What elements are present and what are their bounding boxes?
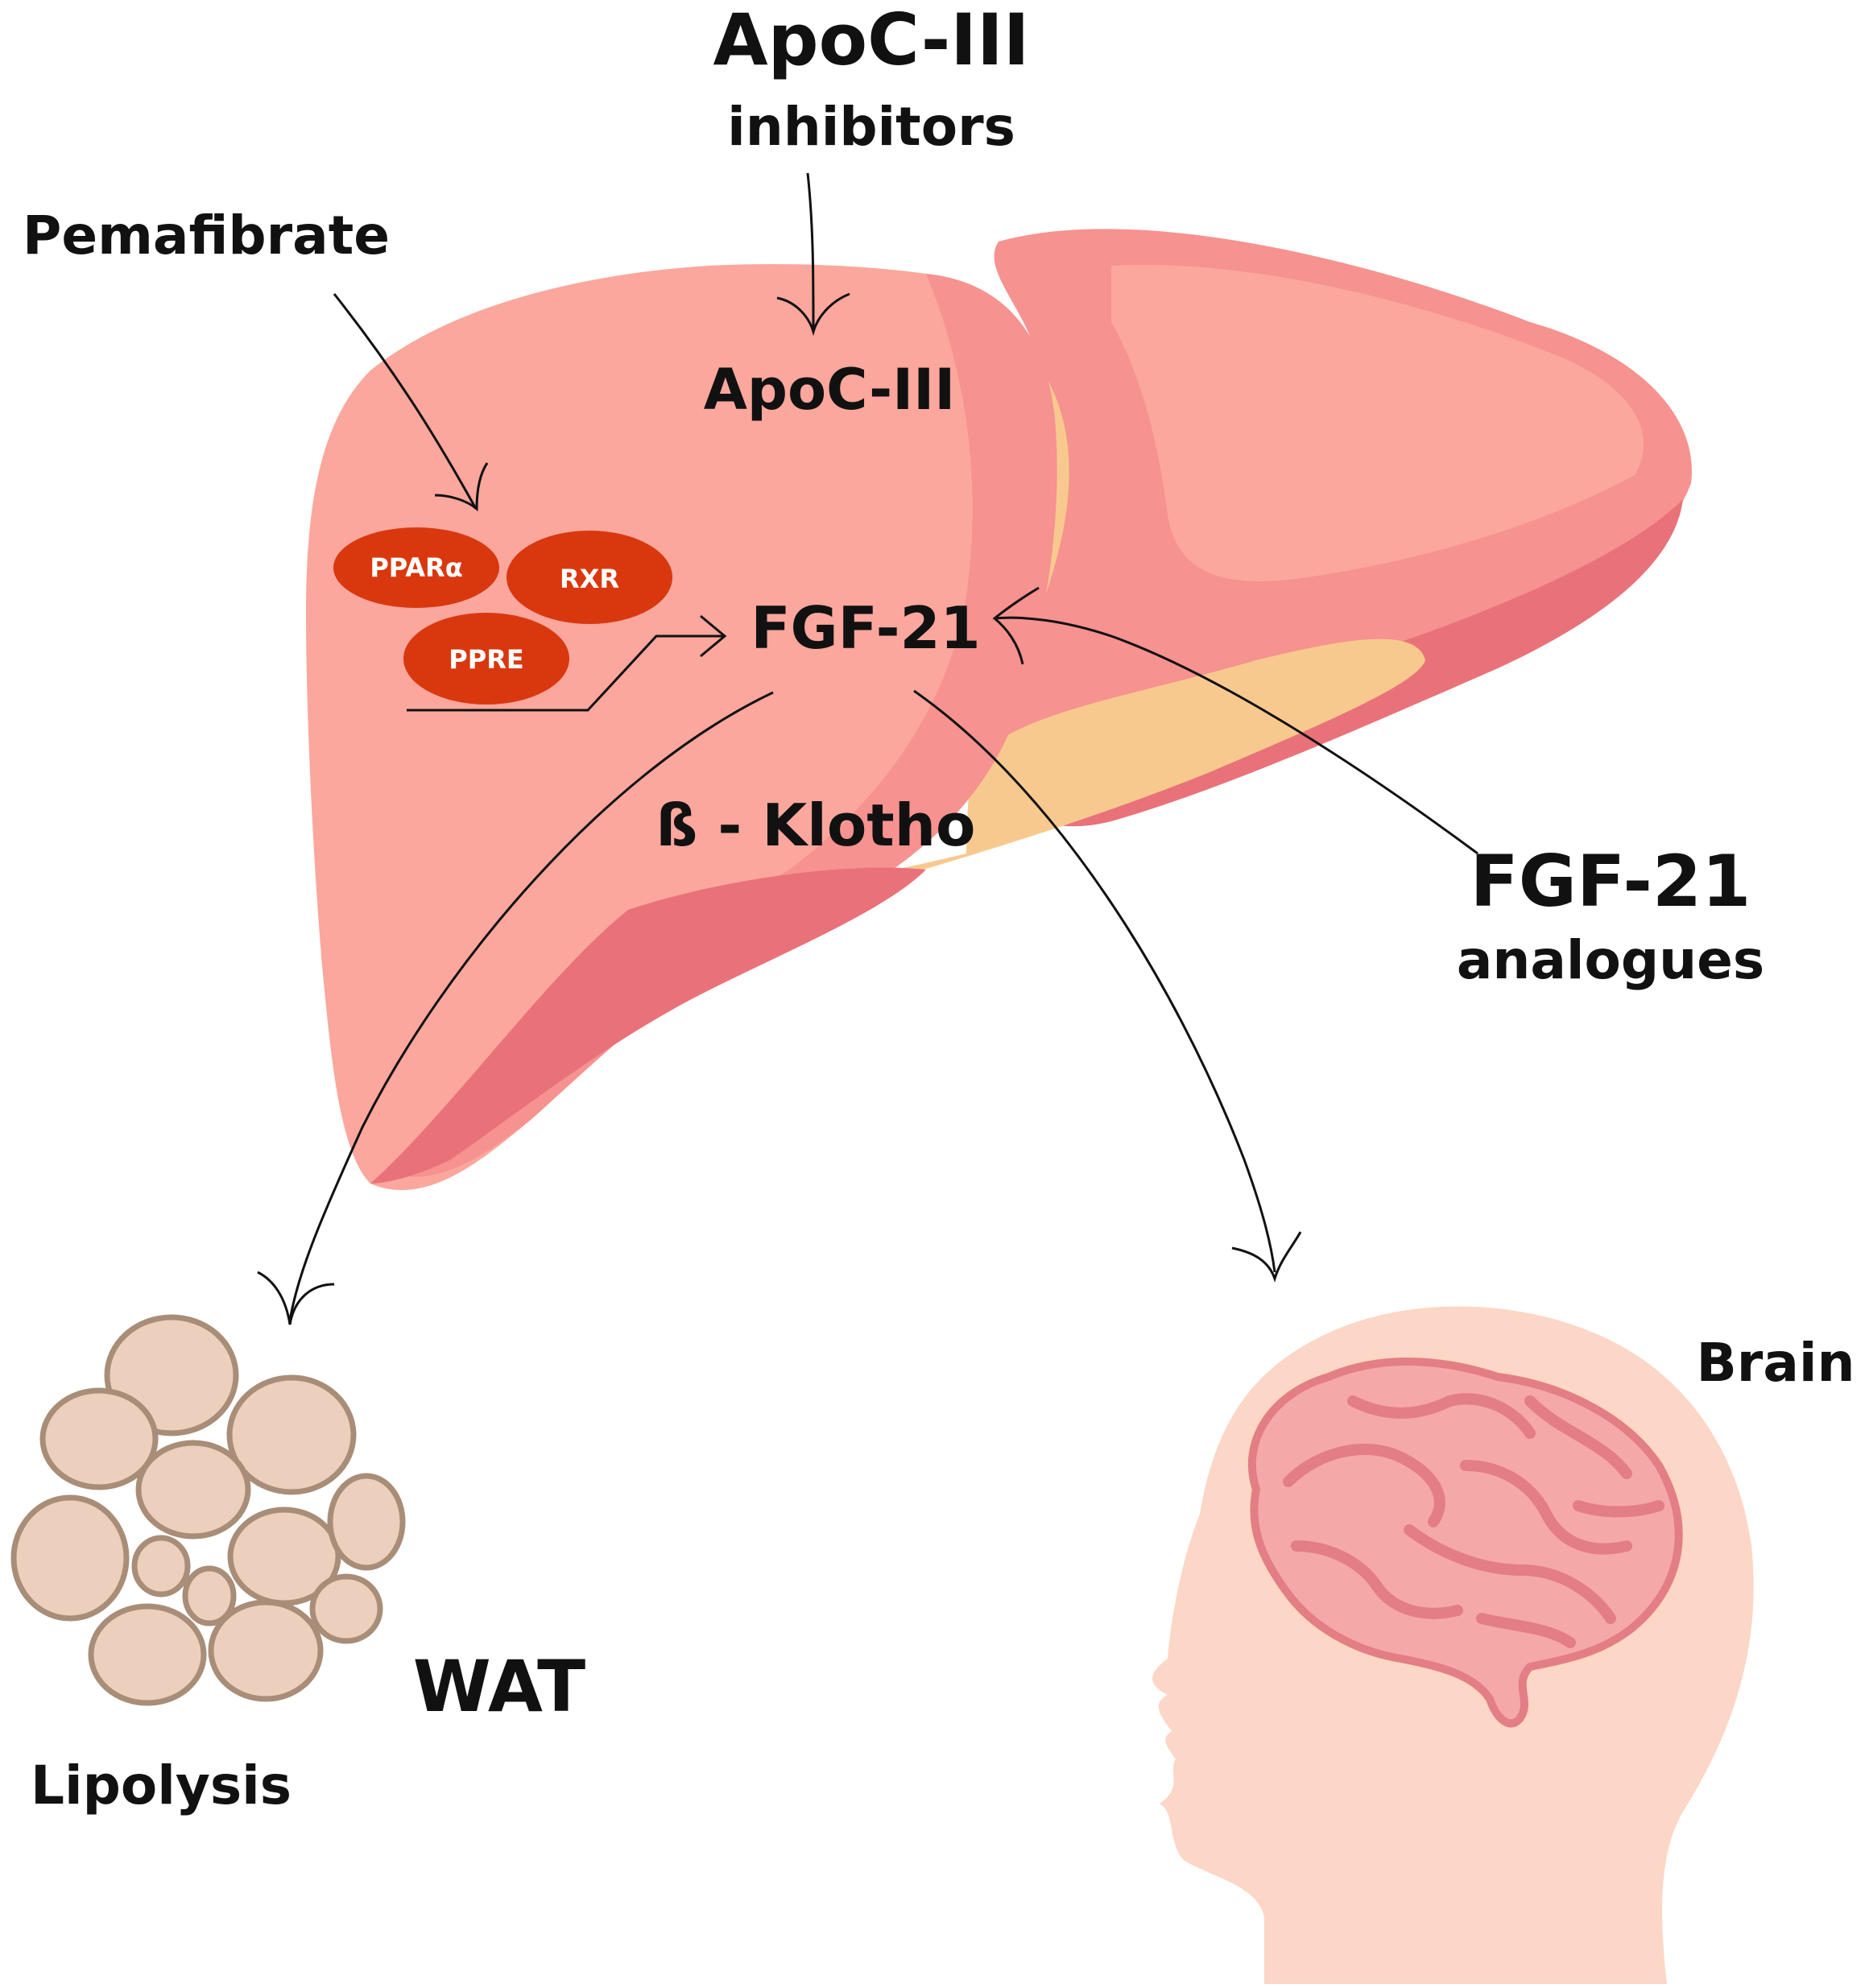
arrowhead-ppara: [434, 462, 489, 512]
ppre-pill: [403, 613, 569, 705]
arrowhead-apoc3: [776, 292, 850, 337]
liver-illustration: [306, 229, 1692, 1191]
arrowhead-fgf21-right: [992, 586, 1040, 665]
wat-illustration: [10, 1314, 406, 1706]
arrow-inhibitors-to-apoc3: [806, 172, 815, 331]
labels: ApoC-III inhibitors Pemafibrate ApoC-III…: [23, 0, 1855, 1816]
brain-fold: [1283, 1444, 1445, 1527]
fgf21-analogues-subtitle: analogues: [1457, 929, 1764, 991]
arrowhead-fgf21-left: [700, 614, 727, 658]
liver-right-lobe-highlight: [1111, 264, 1644, 581]
wat-cell: [131, 1535, 191, 1597]
ppara-pill: [333, 527, 499, 608]
rxr-label: RXR: [560, 564, 619, 594]
arrow-analogues-to-fgf21: [994, 616, 1478, 855]
wat-cell: [88, 1603, 207, 1706]
fgf21-analogues-title: FGF-21: [1470, 840, 1751, 923]
brain-fold: [1573, 1500, 1664, 1518]
apoc3-label: ApoC-III: [704, 357, 956, 423]
liver-left-lobe: [306, 264, 1057, 1191]
wat-cell: [226, 1374, 357, 1495]
wat-cell: [208, 1599, 324, 1702]
rxr-pill: [507, 531, 672, 624]
receptor-complex: PPARα RXR PPRE: [333, 527, 672, 705]
wat-cell: [10, 1494, 130, 1622]
apoc3-inhibitors-title: ApoC-III: [713, 0, 1030, 81]
arrow-fgf21-to-brain: [913, 689, 1276, 1273]
lipolysis-label: Lipolysis: [31, 1754, 292, 1816]
arrow-fgf21-to-wat: [288, 691, 774, 1321]
wat-cell: [182, 1565, 237, 1626]
arrow-pemafibrate-to-ppara: [333, 293, 477, 508]
head-illustration: [1152, 1306, 1754, 1984]
beta-klotho-label: ß - Klotho: [656, 791, 976, 859]
apoc3-inhibitors-subtitle: inhibitors: [727, 96, 1015, 158]
ppre-label: PPRE: [449, 644, 523, 675]
arrows: [257, 172, 1478, 1325]
ppara-label: PPARα: [370, 552, 462, 583]
pemafibrate-label: Pemafibrate: [23, 205, 390, 267]
wat-cell: [39, 1387, 159, 1490]
wat-cell: [309, 1573, 383, 1644]
arrowhead-wat: [257, 1271, 335, 1325]
brain-label: Brain: [1696, 1332, 1855, 1394]
arrow-ppre-to-fgf21: [407, 634, 725, 712]
fgf21-label: FGF-21: [751, 594, 980, 662]
brain-fold: [1476, 1613, 1576, 1648]
brain-fold: [1347, 1393, 1536, 1439]
wat-cell: [135, 1440, 251, 1540]
brain-fold: [1460, 1460, 1632, 1555]
liver-left-lobe-underside: [370, 867, 926, 1184]
liver-left-lobe-shade: [403, 274, 1057, 1177]
brain-fold: [1291, 1540, 1463, 1619]
brain-fold: [1404, 1524, 1616, 1624]
wat-cell: [327, 1473, 406, 1571]
arrowhead-brain: [1231, 1231, 1302, 1283]
wat-label: WAT: [413, 1645, 585, 1728]
brain-folds: [1283, 1393, 1664, 1648]
brain-fold: [1524, 1395, 1632, 1479]
